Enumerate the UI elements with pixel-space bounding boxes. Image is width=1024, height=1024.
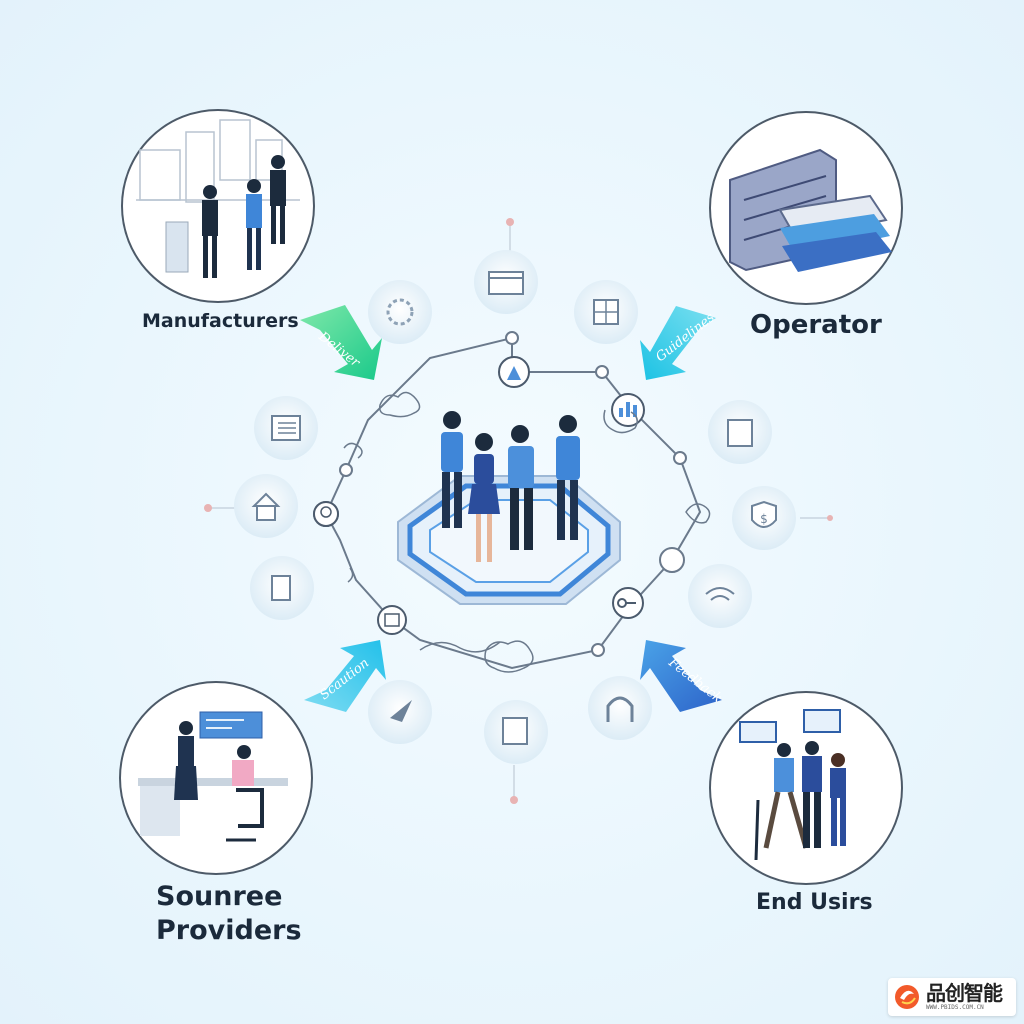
watermark-brand: 品创智能 xyxy=(926,981,1003,1005)
paper-plane-icon xyxy=(368,680,432,744)
browser-window-icon xyxy=(474,250,538,314)
source-providers-label: Sounree Providers xyxy=(156,880,302,948)
arch-icon xyxy=(588,676,652,740)
outer-dots xyxy=(204,218,833,804)
operator-label: Operator xyxy=(750,310,882,340)
watermark-url: WWW.PBIDS.COM.CN xyxy=(926,1004,984,1011)
calculator-icon xyxy=(574,280,638,344)
manufacturers-illustration xyxy=(121,109,315,303)
network-icon xyxy=(377,605,407,635)
end-users-illustration xyxy=(709,691,903,885)
source-providers-line1: Sounree xyxy=(156,881,283,912)
key-icon xyxy=(612,587,644,619)
source-providers-line2: Providers xyxy=(156,915,302,946)
brand-logo-icon xyxy=(895,985,919,1009)
wifi-icon xyxy=(688,564,752,628)
list-icon xyxy=(254,396,318,460)
dollar-shield-icon: $ xyxy=(732,486,796,550)
team-figures xyxy=(441,411,580,562)
checklist-icon xyxy=(484,700,548,764)
end-users-arrow: Feedback xyxy=(640,640,725,712)
document-icon xyxy=(250,556,314,620)
source-providers-illustration xyxy=(119,681,313,875)
award-icon xyxy=(313,501,339,527)
manufacturers-label: Manufacturers xyxy=(142,310,299,332)
operator-illustration xyxy=(709,111,903,305)
gear-icon xyxy=(368,280,432,344)
end-users-label: End Usirs xyxy=(756,890,873,915)
house-icon xyxy=(234,474,298,538)
cloud-doodles xyxy=(343,391,711,673)
bar-chart-icon xyxy=(611,393,645,427)
operator-arrow: Guidelines xyxy=(640,306,718,380)
central-platform xyxy=(397,475,621,605)
svg-text:$: $ xyxy=(760,512,768,526)
tools-icon xyxy=(498,356,530,388)
ticket-icon xyxy=(708,400,772,464)
watermark-badge: 品创智能 WWW.PBIDS.COM.CN xyxy=(888,978,1016,1016)
